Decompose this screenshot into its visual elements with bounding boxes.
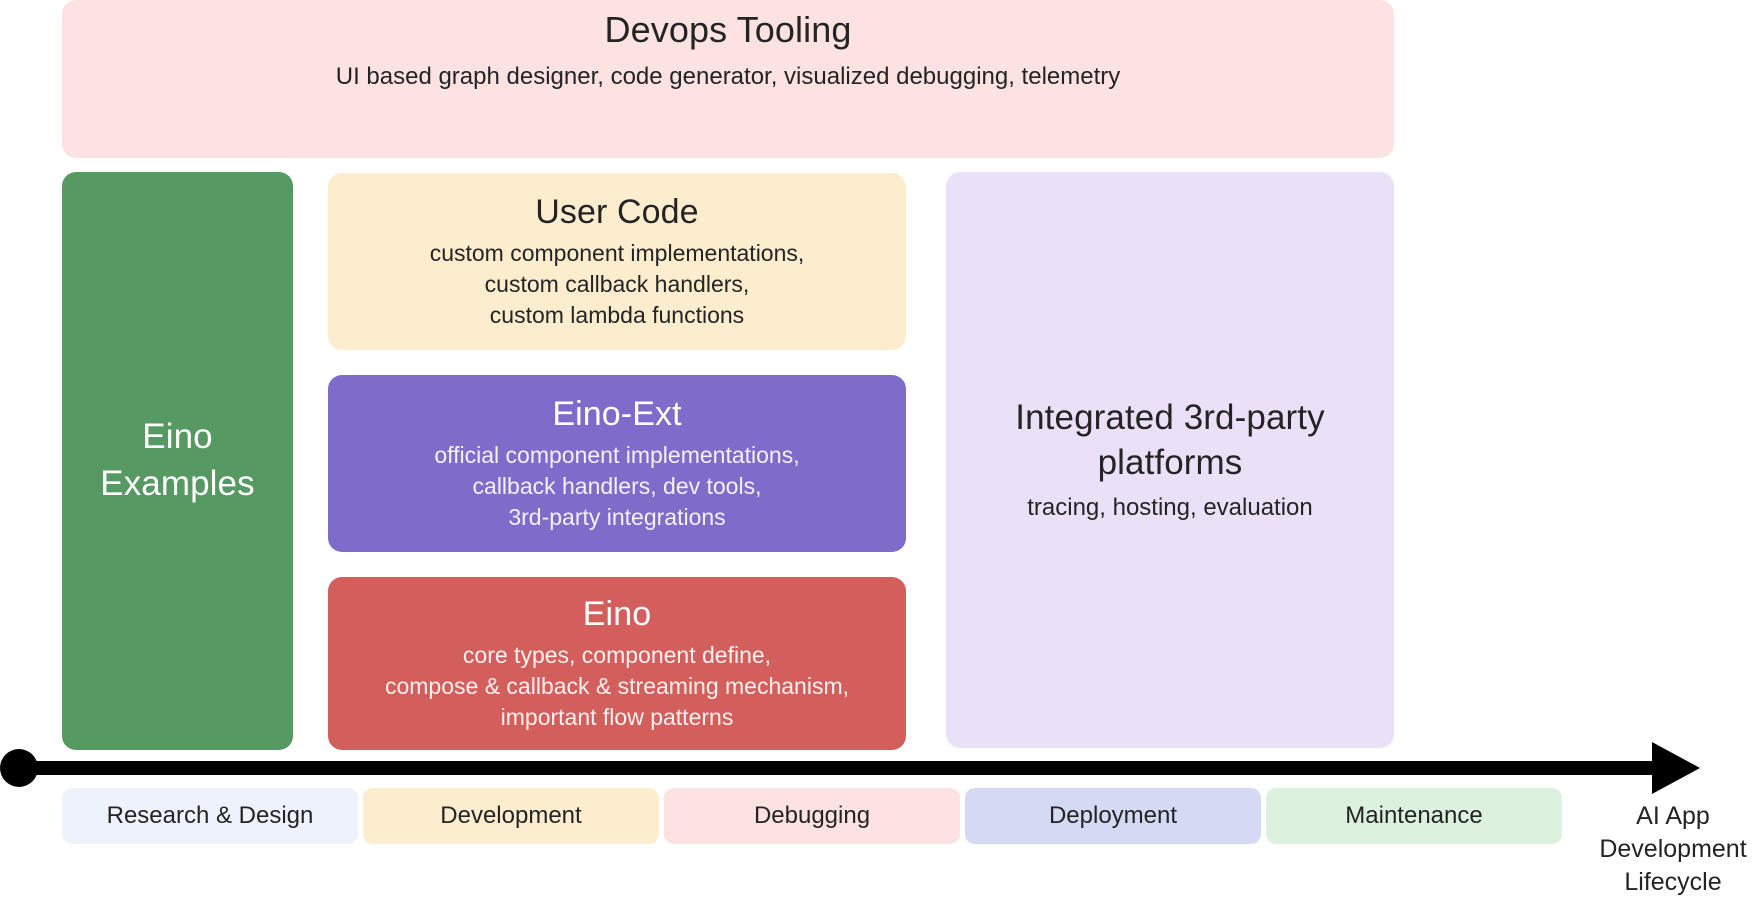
lifecycle-stage-pill[interactable]: Research & Design [62, 788, 358, 844]
lifecycle-stage-label: Debugging [753, 802, 871, 829]
eino-ext-card: Eino-Ext official component implementati… [328, 375, 906, 552]
lifecycle-stage-row: Research & Design Development Debugging Dep… [62, 788, 1562, 844]
lifecycle-stage-label: Development [440, 802, 582, 829]
integrated-platforms-card: Integrated 3rd-party platforms tracing, … [946, 172, 1394, 748]
lifecycle-axis-label: AI App Development Lifecycle [1599, 802, 1747, 896]
eino-card: Eino core types, component define, compo… [328, 577, 906, 750]
lifecycle-stage-pill[interactable]: Development [363, 788, 659, 844]
eino-subtitle: core types, component define, compose & … [384, 641, 850, 730]
eino-title: Eino [582, 595, 652, 634]
lifecycle-stage-pill[interactable]: Deployment [965, 788, 1261, 844]
timeline-arrowhead-icon [1652, 742, 1700, 794]
lifecycle-stage-label: Maintenance [1345, 802, 1483, 829]
lifecycle-stage-pill[interactable]: Maintenance [1266, 788, 1562, 844]
integrated-platforms-subtitle: tracing, hosting, evaluation [1027, 493, 1313, 521]
user-code-subtitle: custom component implementations, custom… [429, 239, 805, 328]
lifecycle-stage-pill[interactable]: Debugging [664, 788, 960, 844]
lifecycle-stage-label: Deployment [1048, 802, 1178, 829]
integrated-platforms-title: Integrated 3rd-party platforms [1015, 398, 1325, 482]
eino-ext-subtitle: official component implementations, call… [434, 441, 800, 530]
devops-tooling-card: Devops Tooling UI based graph designer, … [62, 0, 1394, 158]
user-code-card: User Code custom component implementatio… [328, 173, 906, 350]
eino-ext-title: Eino-Ext [552, 395, 682, 434]
devops-tooling-title: Devops Tooling [604, 9, 852, 51]
user-code-title: User Code [535, 193, 699, 232]
eino-examples-title: Eino Examples [100, 417, 255, 503]
eino-examples-card: Eino Examples [62, 172, 293, 750]
timeline-line [19, 761, 1659, 775]
lifecycle-stage-label: Research & Design [106, 802, 314, 829]
devops-tooling-subtitle: UI based graph designer, code generator,… [335, 63, 1121, 91]
lifecycle-timeline-arrow [0, 742, 1700, 794]
